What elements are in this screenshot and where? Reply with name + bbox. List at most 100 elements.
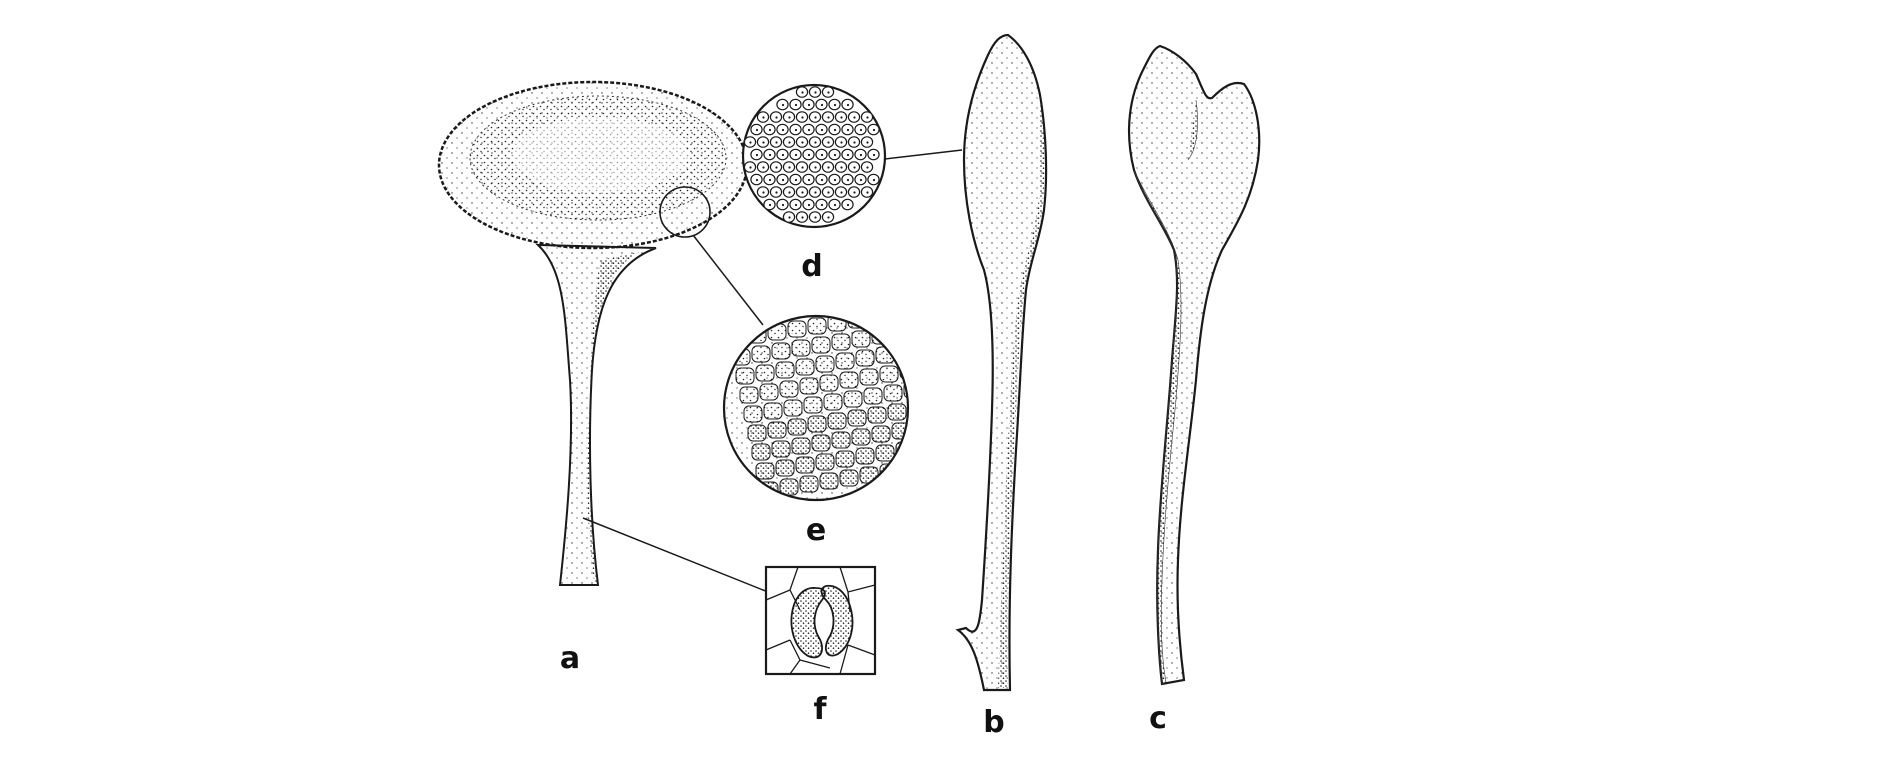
surface-cell <box>920 360 938 376</box>
surface-cell <box>907 316 908 320</box>
leader-line-e <box>692 234 764 326</box>
surface-cell <box>827 412 847 430</box>
cell-nucleus <box>794 203 798 207</box>
cell-nucleus <box>853 116 856 119</box>
cell-nucleus <box>827 216 830 219</box>
cell-nucleus <box>768 153 772 157</box>
surface-cell <box>883 384 903 402</box>
cell-nucleus <box>762 116 765 119</box>
surface-cell <box>775 459 795 477</box>
surface-cell <box>887 403 907 421</box>
cell-nucleus <box>775 116 778 119</box>
cell-nucleus <box>820 153 824 157</box>
surface-cell <box>807 317 827 335</box>
cell-nucleus <box>775 166 778 169</box>
surface-cell <box>763 402 783 420</box>
cell-nucleus <box>820 128 824 132</box>
specimen-b <box>955 33 1048 692</box>
surface-cell <box>903 381 908 399</box>
cell-nucleus <box>859 178 863 182</box>
cell-nucleus <box>853 166 856 169</box>
surface-cell <box>871 425 891 443</box>
cell-nucleus <box>820 203 824 207</box>
surface-cell <box>924 379 942 395</box>
surface-cell <box>912 322 930 338</box>
surface-cell <box>735 367 755 385</box>
surface-cell <box>787 418 807 436</box>
surface-cell <box>916 439 934 455</box>
cell-nucleus <box>755 128 759 132</box>
surface-cell <box>771 440 791 458</box>
surface-cell <box>767 323 787 341</box>
cell-nucleus <box>827 116 830 119</box>
surface-cell <box>916 341 934 357</box>
surface-cell <box>899 460 908 478</box>
surface-cell <box>887 316 907 323</box>
cell-nucleus <box>807 203 811 207</box>
cell-nucleus <box>833 203 837 207</box>
cell-nucleus <box>794 128 798 132</box>
cell-nucleus <box>755 153 759 157</box>
detail-f-stoma <box>764 565 877 676</box>
magnifier-circle-e-source <box>659 186 711 238</box>
cell-nucleus <box>775 191 778 194</box>
surface-cell <box>731 348 751 366</box>
surface-cell <box>791 437 811 455</box>
cell-nucleus <box>827 191 830 194</box>
surface-cell <box>751 443 771 461</box>
cell-nucleus <box>801 216 804 219</box>
surface-cell <box>815 355 835 373</box>
surface-cell <box>811 434 831 452</box>
label-a: a <box>560 641 580 676</box>
cell-nucleus <box>807 103 811 107</box>
surface-cell <box>859 466 879 484</box>
cell-nucleus <box>846 153 850 157</box>
cell-nucleus <box>749 166 752 169</box>
surface-cell <box>851 330 871 348</box>
cell-nucleus <box>820 103 824 107</box>
surface-cell <box>807 415 827 433</box>
cell-nucleus <box>846 103 850 107</box>
surface-cell <box>747 326 767 344</box>
surface-cell <box>912 420 930 436</box>
label-b: b <box>983 705 1004 740</box>
specimen-a-cup-center <box>512 117 688 193</box>
cell-nucleus <box>833 153 837 157</box>
surface-cell <box>839 469 859 487</box>
cell-nucleus <box>833 103 837 107</box>
surface-cell <box>791 339 811 357</box>
cell-nucleus <box>846 203 850 207</box>
surface-cell <box>891 324 908 342</box>
cell-nucleus <box>768 178 772 182</box>
surface-cell <box>823 393 843 411</box>
surface-cell <box>755 364 775 382</box>
surface-cell <box>739 386 759 404</box>
cell-nucleus <box>788 166 791 169</box>
detail-e-surface <box>722 314 954 502</box>
leader-line-f <box>582 517 769 593</box>
cell-nucleus <box>820 178 824 182</box>
label-c: c <box>1149 701 1167 736</box>
cell-nucleus <box>866 191 869 194</box>
cell-nucleus <box>872 178 876 182</box>
surface-cell <box>835 352 855 370</box>
cell-nucleus <box>801 141 804 144</box>
surface-cell <box>932 417 950 433</box>
surface-cell <box>795 358 815 376</box>
cell-nucleus <box>866 116 869 119</box>
surface-cell <box>799 377 819 395</box>
cell-nucleus <box>833 128 837 132</box>
surface-cell <box>875 444 895 462</box>
cell-nucleus <box>846 178 850 182</box>
cell-nucleus <box>781 103 785 107</box>
surface-cell <box>787 320 807 338</box>
surface-cell <box>936 436 954 452</box>
cell-nucleus <box>840 141 843 144</box>
cell-nucleus <box>768 128 772 132</box>
surface-cell <box>811 336 831 354</box>
cell-nucleus <box>768 203 772 207</box>
surface-cell <box>743 405 763 423</box>
cell-nucleus <box>801 166 804 169</box>
surface-cell <box>775 361 795 379</box>
